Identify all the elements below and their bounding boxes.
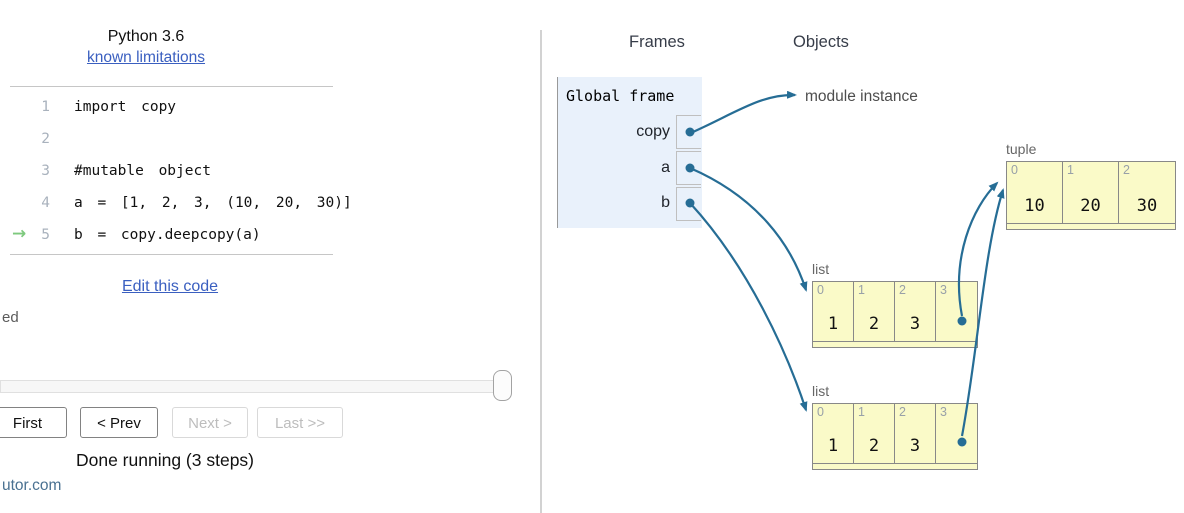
- list-cell-pointer: 3: [936, 282, 977, 342]
- line-number: 4: [41, 195, 50, 211]
- python-version-label: Python 3.6: [107, 28, 185, 45]
- step-slider-track[interactable]: [0, 380, 507, 393]
- tuple-box: 0 10 1 20 2 30: [1006, 161, 1176, 230]
- cell-value: 1: [827, 436, 839, 456]
- var-label-copy: copy: [636, 123, 670, 140]
- list1-box: 0 1 1 2 2 3 3: [812, 281, 978, 348]
- code-line-1: 1 import copy: [10, 99, 333, 123]
- status-text: Done running (3 steps): [75, 450, 255, 470]
- cell-value: 1: [827, 314, 839, 334]
- list2-box: 0 1 1 2 2 3 3: [812, 403, 978, 470]
- tuple-type-label: tuple: [1006, 141, 1037, 157]
- cell-value: 20: [1080, 196, 1101, 216]
- arrow-copy-to-module: [692, 90, 797, 134]
- cell-value: 3: [909, 314, 921, 334]
- known-limitations-link-wrap: known limitations: [0, 49, 292, 67]
- var-cell-b: [676, 187, 701, 221]
- code-line-4: 4 a = [1, 2, 3, (10, 20, 30)]: [10, 195, 351, 219]
- step-slider-thumb[interactable]: [493, 370, 512, 401]
- list-cell: 1 2: [854, 404, 895, 464]
- panel-divider: [540, 30, 542, 513]
- cell-index: 3: [940, 405, 947, 419]
- cell-value: 2: [868, 436, 880, 456]
- code-text: a = [1, 2, 3, (10, 20, 30)]: [74, 195, 352, 211]
- cell-index: 0: [1011, 163, 1018, 177]
- cell-index: 1: [1067, 163, 1074, 177]
- cell-index: 1: [858, 405, 865, 419]
- cropped-text: ed: [2, 309, 19, 326]
- var-cell-copy: [676, 115, 701, 149]
- arrow-a-to-list1: [689, 166, 808, 292]
- cell-index: 0: [817, 283, 824, 297]
- list-cell: 2 3: [895, 404, 936, 464]
- code-line-3: 3 #mutable object: [10, 163, 333, 187]
- cell-value: 30: [1136, 196, 1158, 216]
- cell-value: 10: [1024, 196, 1045, 216]
- list-cell-pointer: 3: [936, 404, 977, 464]
- known-limitations-link[interactable]: known limitations: [86, 49, 206, 66]
- cell-index: 1: [858, 283, 865, 297]
- list1-type-label: list: [812, 261, 830, 277]
- site-footer-link[interactable]: utor.com: [2, 477, 62, 494]
- line-number: 3: [41, 163, 50, 179]
- code-line-5-current: → 5 b = copy.deepcopy(a): [10, 224, 333, 251]
- cell-value: 3: [909, 436, 921, 456]
- tuple-cell: 0 10: [1007, 162, 1063, 224]
- code-text: b = copy.deepcopy(a): [74, 227, 261, 243]
- frames-header: Frames: [629, 33, 685, 51]
- module-instance-label: module instance: [805, 88, 918, 105]
- prev-button[interactable]: < Prev: [80, 407, 158, 438]
- cell-index: 2: [899, 283, 906, 297]
- code-text: #mutable object: [74, 163, 211, 179]
- box-strip: [813, 464, 977, 469]
- list2-type-label: list: [812, 383, 830, 399]
- list-cell: 0 1: [813, 282, 854, 342]
- objects-header: Objects: [793, 33, 849, 51]
- next-button[interactable]: Next >: [172, 407, 248, 438]
- line-number: 1: [41, 99, 50, 115]
- edit-code-link[interactable]: Edit this code: [121, 278, 219, 295]
- cell-index: 2: [1123, 163, 1130, 177]
- var-label-a: a: [661, 159, 670, 176]
- list-cell: 0 1: [813, 404, 854, 464]
- var-cell-a: [676, 151, 701, 185]
- last-button[interactable]: Last >>: [257, 407, 343, 438]
- line-number: 2: [41, 131, 50, 147]
- cell-index: 2: [899, 405, 906, 419]
- global-frame-title: Global frame: [566, 87, 675, 105]
- arrow-b-to-list2: [689, 202, 808, 412]
- cell-index: 3: [940, 283, 947, 297]
- current-line-arrow-icon: →: [12, 224, 27, 244]
- box-strip: [813, 342, 977, 347]
- cell-index: 0: [817, 405, 824, 419]
- list-cell: 2 3: [895, 282, 936, 342]
- list-cell: 1 2: [854, 282, 895, 342]
- cell-value: 2: [868, 314, 880, 334]
- first-button[interactable]: First: [0, 407, 67, 438]
- code-line-2: 2: [10, 131, 333, 155]
- box-strip: [1007, 224, 1175, 229]
- var-label-b: b: [661, 194, 670, 211]
- tuple-cell: 1 20: [1063, 162, 1119, 224]
- line-number: 5: [41, 227, 50, 243]
- global-frame-box: [557, 77, 702, 228]
- code-text: import copy: [74, 99, 177, 115]
- tuple-cell: 2 30: [1119, 162, 1175, 224]
- edit-code-link-wrap: Edit this code: [0, 278, 340, 296]
- code-display: 1 import copy 2 3 #mutable object 4 a = …: [10, 86, 352, 255]
